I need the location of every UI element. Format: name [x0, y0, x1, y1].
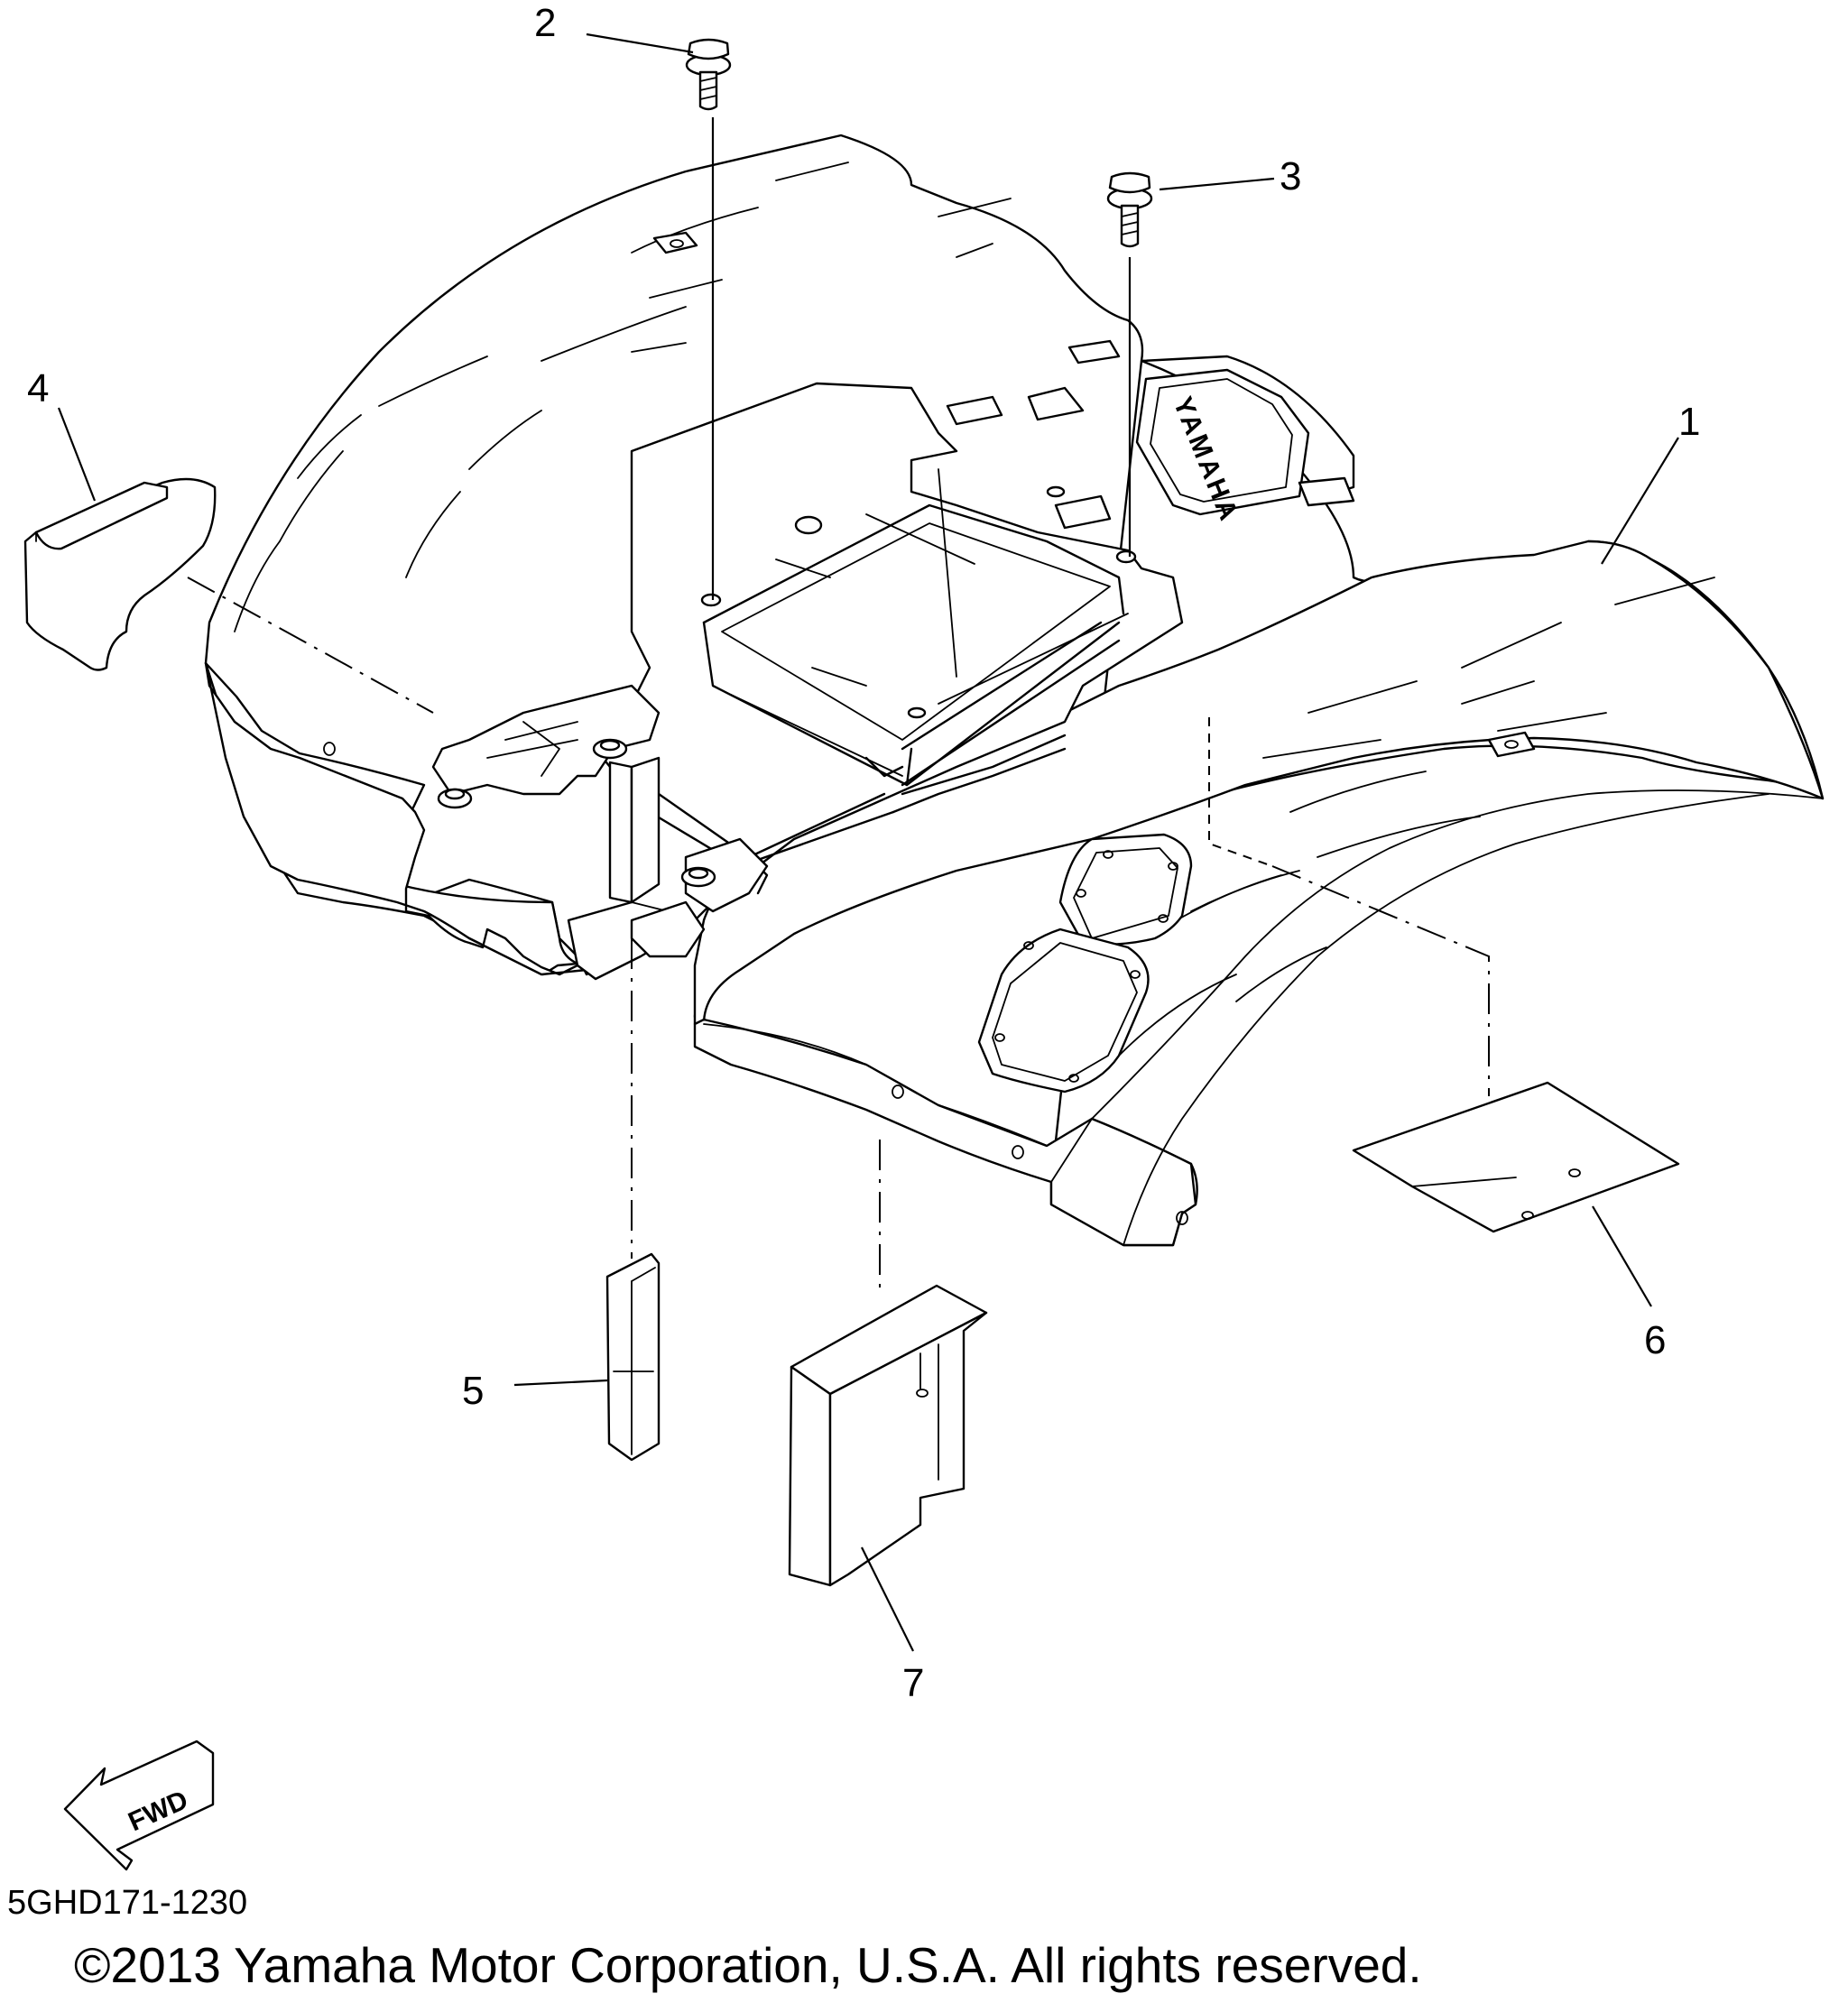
- callout-4: 4: [27, 366, 49, 411]
- part-6-assembly-line: [1271, 865, 1490, 1096]
- callout-6: 6: [1644, 1318, 1666, 1362]
- plate-part-6: [1352, 1081, 1680, 1233]
- part-6-hidden-line: [1208, 717, 1273, 867]
- callout-2: 2: [534, 1, 556, 45]
- copyright-notice: ©2013 Yamaha Motor Corporation, U.S.A. A…: [74, 1937, 1422, 1993]
- bolt-part-3: [1106, 171, 1153, 248]
- callout-5: 5: [462, 1369, 484, 1413]
- rear-fender-part-1: YAMAHA: [204, 134, 1825, 1247]
- assembly-lines: [187, 117, 1490, 1295]
- shield-part-4: [23, 477, 217, 671]
- forward-direction-arrow: FWD: [63, 1740, 215, 1871]
- fwd-arrow-icon: [63, 1740, 215, 1871]
- panel-part-7: [788, 1284, 988, 1587]
- callout-7: 7: [902, 1661, 924, 1705]
- callout-1: 1: [1678, 400, 1700, 444]
- bolt-part-2: [685, 38, 732, 111]
- callout-numbers: 1 2 3 4 5 6 7: [27, 1, 1700, 1705]
- part-4-assembly-line: [187, 577, 434, 714]
- diagram-part-code: 5GHD171-1230: [7, 1884, 248, 1922]
- callout-3: 3: [1280, 154, 1301, 198]
- guard-part-5: [605, 1252, 661, 1462]
- callout-leaders: [57, 32, 1679, 1652]
